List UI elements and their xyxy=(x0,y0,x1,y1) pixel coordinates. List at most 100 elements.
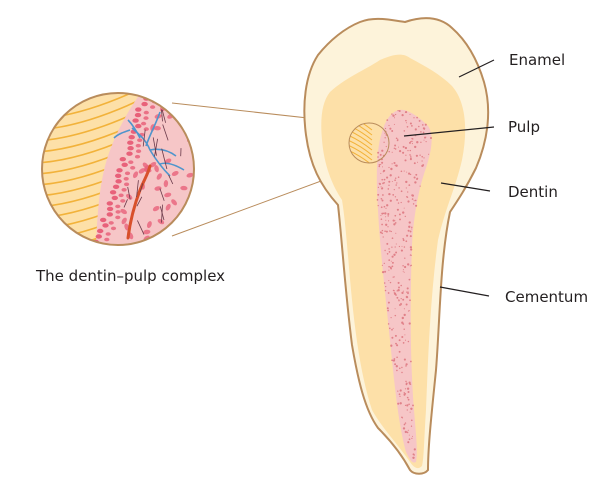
pulp-dot xyxy=(413,117,414,118)
pulp-dot xyxy=(419,120,421,122)
pulp-dot xyxy=(407,391,409,393)
pulp-dot xyxy=(386,177,388,179)
pulp-dot xyxy=(393,223,395,225)
pulp-dot xyxy=(402,238,404,240)
pulp-dot xyxy=(423,140,424,141)
pulp-dot xyxy=(391,231,392,232)
pulp-dot xyxy=(411,255,412,256)
pulp-dot xyxy=(386,231,388,233)
odontoblast-cell xyxy=(136,144,141,148)
odontoblast-cell xyxy=(116,210,121,214)
pulp-dot xyxy=(394,215,396,217)
pulp-dot xyxy=(396,365,398,367)
pulp-dot xyxy=(388,193,390,195)
pulp-dot xyxy=(413,454,414,455)
pulp-dot xyxy=(409,299,411,301)
pulp-dot xyxy=(388,151,389,152)
pulp-dot xyxy=(392,115,394,117)
pulp-dot xyxy=(401,367,402,368)
pulp-dot xyxy=(406,235,408,237)
pulp-dot xyxy=(403,291,404,292)
pulp-dot xyxy=(404,334,405,335)
pulp-dot xyxy=(392,256,394,258)
pulp-dot xyxy=(409,154,411,156)
odontoblast-cell xyxy=(112,196,118,200)
pulp-dot xyxy=(392,262,394,264)
pulp-dot xyxy=(391,329,393,331)
pulp-dot xyxy=(388,266,390,268)
odontoblast-cell xyxy=(116,168,122,172)
odontoblast-cell xyxy=(147,80,153,84)
pulp-dot xyxy=(409,438,411,440)
odontoblast-cell xyxy=(143,91,149,95)
pulp-dot xyxy=(401,292,403,294)
pulp-dot xyxy=(414,162,416,164)
odontoblast-cell xyxy=(144,127,149,131)
pulp-dot xyxy=(411,125,413,127)
pulp-dot xyxy=(404,359,406,361)
pulp-dot xyxy=(383,182,385,184)
odontoblast-cell xyxy=(111,227,116,231)
pulp-dot xyxy=(381,188,383,190)
pulp-cell xyxy=(194,166,200,174)
pulp-dot xyxy=(393,220,395,222)
pulp-dot xyxy=(399,396,400,397)
pulp-dot xyxy=(392,163,393,164)
pulp-dot xyxy=(394,117,395,118)
pulp-dot xyxy=(385,224,387,226)
pulp-dot xyxy=(388,125,389,126)
pulp-dot xyxy=(390,174,392,176)
odontoblast-cell xyxy=(124,177,129,181)
pulp-dot xyxy=(423,132,425,134)
pulp-dot xyxy=(401,202,402,203)
pulp-dot xyxy=(407,287,409,289)
pulp-dot xyxy=(402,317,404,319)
pulp-dot xyxy=(389,128,391,130)
pulp-dot xyxy=(387,213,389,215)
pulp-dot xyxy=(399,339,401,341)
odontoblast-cell xyxy=(156,83,161,87)
pulp-dot xyxy=(405,405,406,406)
pulp-dot xyxy=(407,388,409,390)
pulp-dot xyxy=(379,164,381,166)
pulp-dot xyxy=(377,199,379,201)
pulp-dot xyxy=(410,246,412,248)
pulp-dot xyxy=(383,170,385,172)
pulp-dot xyxy=(423,157,424,158)
pulp-dot xyxy=(414,176,416,178)
enamel-label: Enamel xyxy=(509,53,565,68)
pulp-dot xyxy=(383,236,384,237)
pulp-dot xyxy=(395,335,397,337)
pulp-dot xyxy=(410,265,412,267)
pulp-dot xyxy=(394,179,396,181)
pulp-dot xyxy=(384,230,386,232)
odontoblast-cell xyxy=(125,172,130,176)
odontoblast-cell xyxy=(135,155,140,159)
pulp-dot xyxy=(408,310,409,311)
pulp-dot xyxy=(387,307,389,309)
odontoblast-cell xyxy=(128,160,133,164)
pulp-dot xyxy=(395,148,397,150)
pulp-dot xyxy=(388,280,389,281)
pulp-dot xyxy=(378,166,380,168)
pulp-dot xyxy=(416,155,418,157)
pulp-dot xyxy=(381,179,383,181)
pulp-dot xyxy=(406,304,408,306)
pulp-dot xyxy=(405,120,407,122)
pulp-dot xyxy=(409,114,410,115)
pulp-dot xyxy=(403,328,404,329)
pulp-dot xyxy=(410,235,412,237)
pulp-dot xyxy=(406,296,408,298)
pulp-dot xyxy=(391,337,393,339)
pulp-dot xyxy=(395,343,397,345)
odontoblast-cell xyxy=(122,163,128,167)
pulp-dot xyxy=(384,179,386,181)
pulp-dot xyxy=(402,323,404,325)
pulp-dot xyxy=(399,218,401,220)
connective-fiber xyxy=(193,217,195,228)
connective-fiber xyxy=(182,213,185,234)
pulp-dot xyxy=(411,141,413,143)
pulp-dot xyxy=(403,271,404,272)
odontoblast-cell xyxy=(156,89,161,93)
